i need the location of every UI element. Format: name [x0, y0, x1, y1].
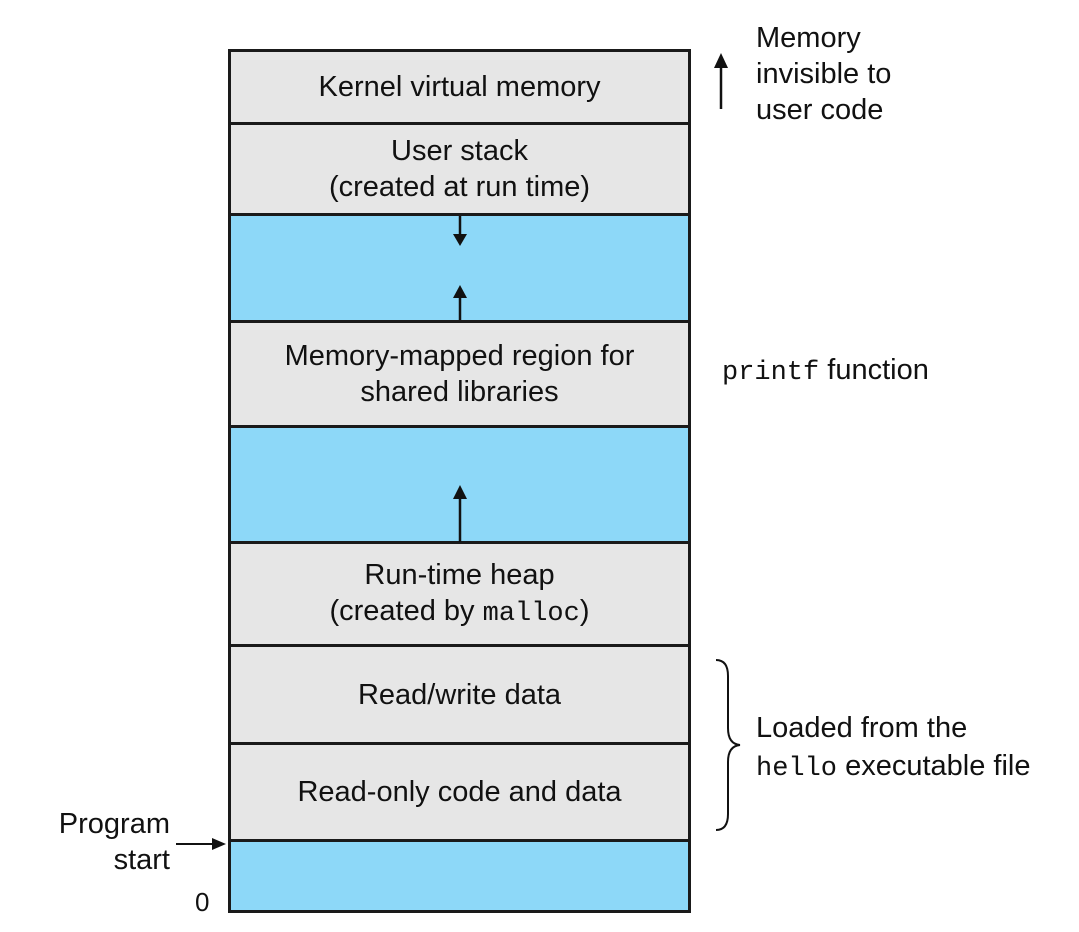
stack-grows-down-arrow-icon [453, 216, 467, 246]
region-label: (created at run time) [328, 171, 591, 203]
user-stack-region: User stack (created at run time) [228, 122, 691, 216]
invisible-memory-up-arrow-icon [714, 53, 728, 109]
loaded-from-note: Loaded from the hello executable file [756, 712, 1031, 784]
region-label: Memory-mapped region for [284, 340, 635, 372]
memory-layout-column: Kernel virtual memory User stack (create… [228, 49, 691, 913]
program-start-arrow-icon [176, 838, 226, 850]
kernel-note: Memory invisible to user code [756, 22, 892, 126]
hello-code: hello [756, 754, 838, 784]
region-label: Read/write data [357, 678, 562, 711]
region-label: User stack [391, 135, 528, 167]
program-start-label: Program start [58, 808, 170, 876]
region-label: Run-time heap [364, 558, 555, 591]
read-only-code-region: Read-only code and data [228, 742, 691, 842]
address-zero-label: 0 [195, 887, 210, 917]
kernel-virtual-memory-region: Kernel virtual memory [228, 49, 691, 125]
shared-libraries-region: Memory-mapped region for shared librarie… [228, 320, 691, 428]
heap-growth-arrow-icon [453, 485, 467, 542]
printf-note: printf function [722, 354, 929, 388]
run-time-heap-region: Run-time heap (created by malloc) [228, 541, 691, 647]
heap-grows-up-arrow-icon [453, 285, 467, 320]
read-write-data-region: Read/write data [228, 644, 691, 745]
curly-brace-icon [715, 659, 741, 831]
bottom-reserved-region [228, 839, 691, 913]
region-label: Kernel virtual memory [318, 71, 601, 103]
region-label-line2: (created by malloc) [329, 594, 590, 629]
region-label: shared libraries [360, 376, 559, 408]
malloc-code: malloc [482, 598, 580, 629]
printf-code: printf [722, 358, 820, 388]
region-label: Read-only code and data [297, 776, 622, 808]
